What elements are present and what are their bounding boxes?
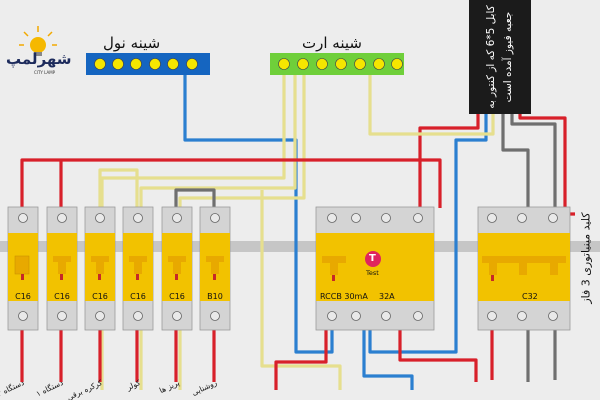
breaker-2 [46, 206, 78, 331]
wire-earth-rccb [260, 190, 342, 390]
earth-bus-screws [278, 58, 403, 70]
cable-label: کابل 5*6 که از کنتور به جعبه فیوز آمده ا… [485, 5, 514, 109]
din-rail [0, 241, 600, 252]
breaker-5-rating: C16 [169, 292, 185, 301]
breaker-4-rating: C16 [130, 292, 146, 301]
wire-phase-feed [20, 158, 442, 208]
breaker-3-rating: C16 [92, 292, 108, 301]
wire-neutral-main [368, 114, 488, 354]
wire-phase-5 [174, 188, 216, 208]
wire-rccb-out-phase [274, 330, 328, 390]
bulb-icon [19, 26, 57, 56]
rccb-label: RCCB 30mA [320, 292, 368, 301]
breaker-1 [7, 206, 39, 331]
wire-l3-main [510, 114, 557, 208]
breaker-5 [161, 206, 193, 331]
wire-phase-main [418, 114, 480, 208]
wire-rccb-out-neutral [362, 330, 414, 390]
neutral-bus-screws [94, 58, 198, 70]
cable-label-box [469, 0, 531, 114]
neutral-bus-title: شینه نول [103, 34, 161, 52]
earth-bus [270, 53, 404, 75]
breaker-6-rating: B10 [207, 292, 223, 301]
wire-phase-3 [98, 168, 139, 208]
mcb-3-pole-rating: C32 [522, 292, 538, 301]
breaker-1-rating: C16 [15, 292, 31, 301]
wire-l2-main [501, 114, 530, 208]
logo-text: شهرلمپ [6, 50, 72, 68]
test-label: Test [366, 269, 379, 277]
test-symbol: T [369, 253, 376, 264]
wire-3ph-out-1 [398, 330, 478, 382]
rccb [315, 206, 435, 331]
test-button[interactable] [365, 251, 381, 267]
breaker-6 [199, 206, 231, 331]
logo-subtitle: CITY LAMP [34, 70, 56, 75]
breaker-4 [122, 206, 154, 331]
mcb-3-pole [477, 206, 571, 331]
breaker-2-rating: C16 [54, 292, 70, 301]
wire-earth-main [368, 75, 495, 136]
wire-neutral-rccb [183, 75, 334, 354]
earth-bus-title: شینه ارت [302, 34, 362, 52]
breaker-3 [84, 206, 116, 331]
rccb-rating: 32A [379, 292, 395, 301]
neutral-bus [86, 53, 210, 75]
three-phase-breaker-label: کلید مینیاتوری 3 فاز [579, 212, 593, 304]
